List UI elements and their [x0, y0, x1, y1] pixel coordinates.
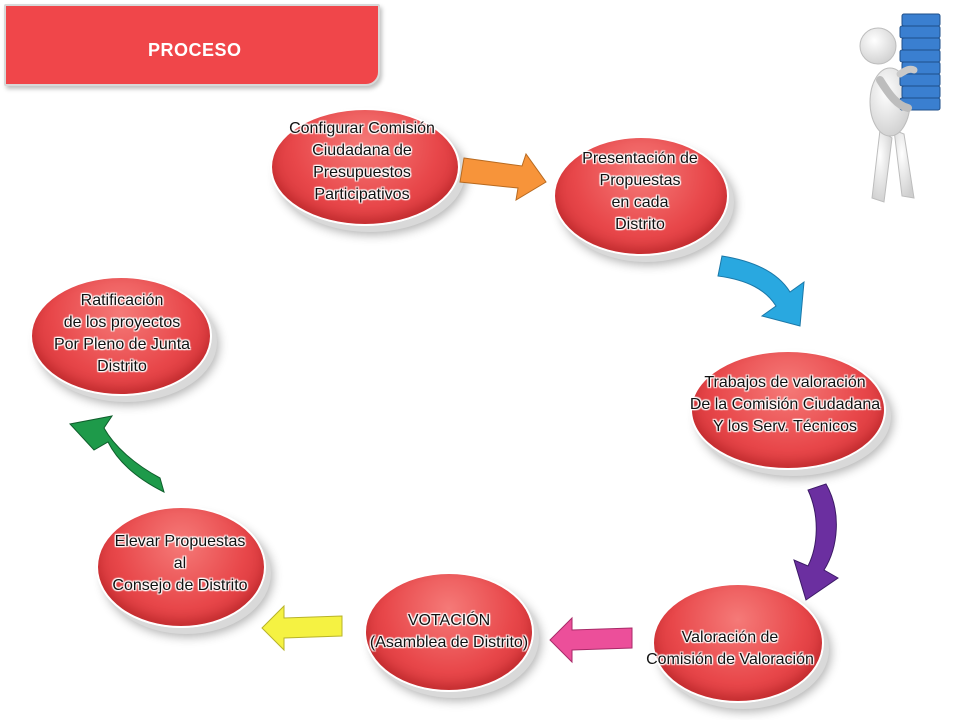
page-title: PROCESO — [148, 40, 242, 60]
stage-7-line-1: Ratificación — [80, 292, 164, 309]
stage-7-line-3: Por Pleno de Junta — [53, 336, 191, 353]
title-bar: PROCESO — [4, 4, 380, 86]
arrow-1-to-2 — [459, 152, 547, 201]
stage-4-line-1: Valoración de — [681, 629, 779, 646]
stage-2-line-2: Propuestas — [599, 172, 681, 189]
stage-6-line-2: al — [173, 555, 187, 572]
stage-3-ellipse — [690, 350, 886, 470]
arrow-6-to-7 — [69, 415, 165, 493]
stage-5-line-2: (Asamblea de Distrito) — [369, 634, 529, 651]
stage-2-line-3: en cada — [611, 194, 669, 211]
stage-1-line-3: Presupuestos — [313, 164, 411, 181]
stage-6-ellipse — [96, 506, 266, 628]
stage-6-label: Elevar Propuestas al Consejo de Distrito — [80, 531, 280, 597]
person-carrying-binders-icon — [859, 13, 941, 203]
stage-4-ellipse — [652, 583, 824, 703]
stage-3-line-2: De la Comisión Ciudadana — [689, 396, 881, 413]
stage-2-ellipse — [553, 136, 729, 256]
arrow-5-to-6 — [261, 604, 343, 652]
stage-3-line-3: Y los Serv. Técnicos — [712, 418, 858, 435]
stage-4-line-2: Comisión de Valoración — [646, 651, 814, 668]
arrow-2-to-3 — [717, 255, 805, 327]
stage-2-label: Presentación de Propuestas en cada Distr… — [540, 148, 740, 236]
stage-5-ellipse — [364, 572, 534, 692]
stage-1-line-1: Configurar Comisión — [289, 120, 435, 137]
stage-7-line-4: Distrito — [97, 358, 147, 375]
stage-1-label: Configurar Comisión Ciudadana de Presupu… — [262, 118, 462, 206]
stage-3-line-1: Trabajos de valoración — [704, 374, 866, 391]
binder-stack — [899, 13, 941, 111]
stage-1-line-2: Ciudadana de — [312, 142, 412, 159]
stage-1-line-4: Participativos — [314, 186, 410, 203]
stage-5-line-1: VOTACIÓN — [407, 612, 491, 629]
stage-7-line-2: de los proyectos — [63, 314, 181, 331]
arrow-4-to-5 — [549, 616, 633, 664]
stage-5-label: VOTACIÓN (Asamblea de Distrito) — [334, 610, 564, 654]
arrow-3-to-4 — [793, 483, 839, 601]
stage-6-line-3: Consejo de Distrito — [112, 577, 248, 594]
stage-3-label: Trabajos de valoración De la Comisión Ci… — [660, 372, 910, 438]
stage-7-ellipse — [30, 276, 212, 396]
stage-1-ellipse — [270, 108, 460, 226]
stage-7-label: Ratificación de los proyectos Por Pleno … — [22, 290, 222, 378]
stage-2-line-1: Presentación de — [582, 150, 698, 167]
stage-6-line-1: Elevar Propuestas — [114, 533, 246, 550]
stage-2-line-4: Distrito — [615, 216, 665, 233]
stage-4-label: Valoración de Comisión de Valoración — [620, 627, 840, 671]
